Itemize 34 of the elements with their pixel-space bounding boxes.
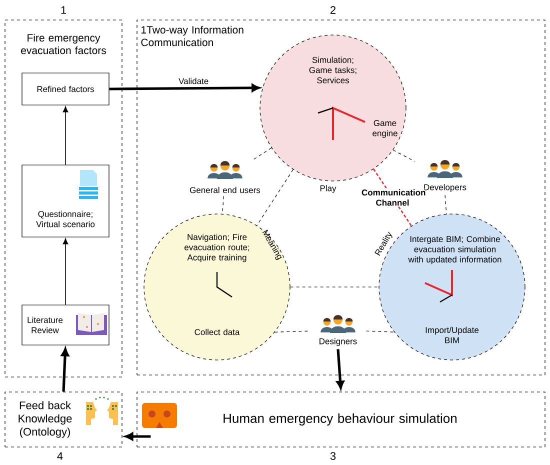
connector [256, 169, 294, 226]
zone-text: Intergate BIM; Combine evacuation simulation with updated information [408, 236, 502, 264]
node-label: Play [320, 185, 336, 193]
edge-label: Communication Channel [360, 188, 426, 207]
connector [274, 330, 310, 332]
connector [366, 330, 395, 332]
arrow [336, 349, 344, 389]
panel-number: 4 [57, 452, 63, 460]
role-label: Developers [424, 184, 466, 192]
arrow [61, 348, 70, 392]
connector [444, 194, 447, 214]
panel-number: 2 [330, 6, 336, 14]
zone-text: Game engine [372, 120, 398, 138]
connector [392, 150, 416, 162]
arrow [62, 238, 68, 306]
role-label: Designers [320, 338, 357, 346]
role-label: General end users [190, 186, 260, 194]
process-box: Questionnaire; Virtual scenario [22, 164, 110, 238]
panel: Human emergency behaviour simulation [136, 392, 546, 448]
panel: Feed back Knowledge (Ontology) [4, 392, 122, 448]
arrow [109, 84, 260, 92]
panel-number: 1 [61, 6, 66, 14]
process-box: Refined factors [22, 72, 110, 106]
zone-text: Simulation; Game tasks; Services [309, 56, 356, 84]
process-box: Literature Review [22, 304, 110, 346]
panel-number: 3 [330, 452, 336, 460]
arrow [62, 106, 68, 166]
zone-text: Collect data [194, 328, 240, 336]
arrow [125, 432, 151, 440]
zone-text: Navigation; Fire evacuation route; Acquire training [184, 234, 250, 262]
zone-text: Import/Update BIM [426, 326, 479, 344]
connector [290, 286, 379, 288]
connector [252, 148, 272, 160]
edge-label: Validate [178, 78, 208, 84]
